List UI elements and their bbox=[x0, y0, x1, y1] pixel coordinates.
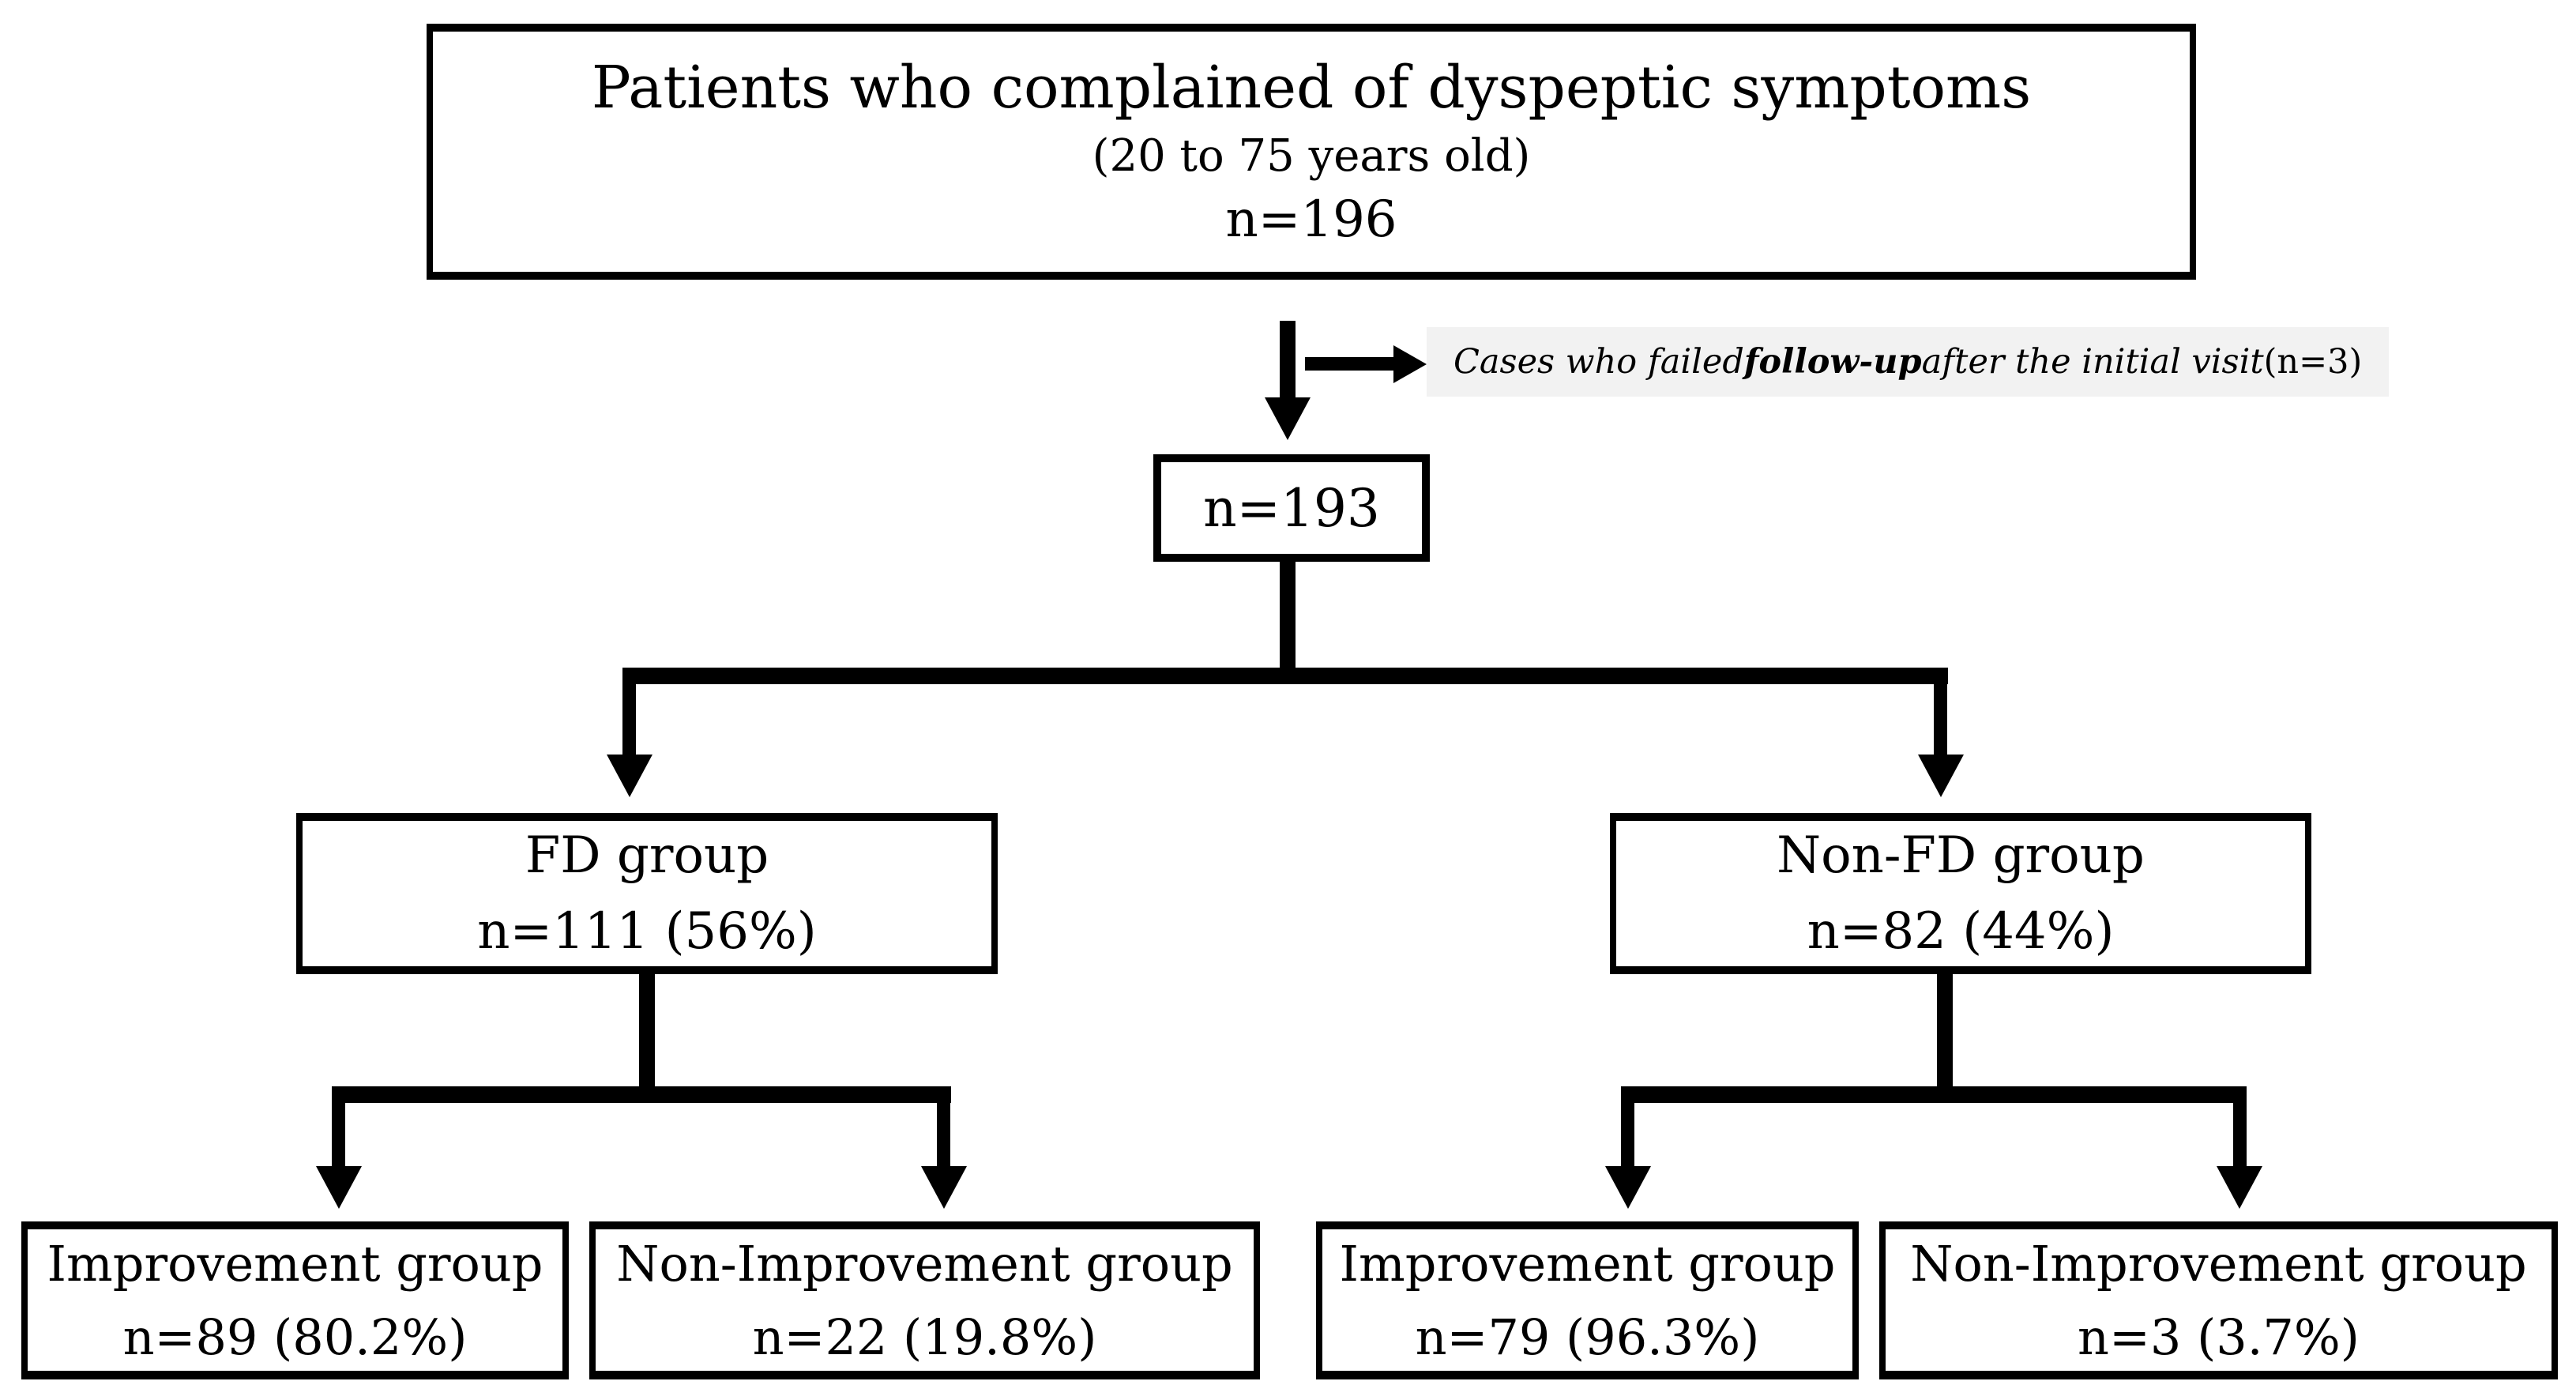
node-dyspeptic-patients-age-range: (20 to 75 years old) bbox=[1092, 130, 1531, 182]
node-nonfd-nonimprovement-title: Non-Improvement group bbox=[1910, 1234, 2527, 1293]
node-fd-group: FD group n=111 (56%) bbox=[296, 813, 998, 974]
connector-nonfd-stem bbox=[1937, 973, 1953, 1088]
node-nonfd-group-count: n=82 (44%) bbox=[1807, 902, 2115, 961]
node-dyspeptic-patients-count: n=196 bbox=[1225, 190, 1397, 249]
node-fd-improvement-group: Improvement group n=89 (80.2%) bbox=[21, 1221, 569, 1379]
arrowhead-down-icon bbox=[1265, 397, 1311, 440]
arrowhead-down-icon bbox=[316, 1166, 362, 1209]
connector-level1-stem bbox=[1280, 560, 1296, 669]
arrowhead-right-icon bbox=[1393, 345, 1427, 383]
node-nonfd-improvement-group: Improvement group n=79 (96.3%) bbox=[1316, 1221, 1859, 1379]
connector-top-stem bbox=[1280, 321, 1296, 400]
connector-fd-nonimprovement-leg bbox=[937, 1101, 950, 1168]
node-nonfd-nonimprovement-count: n=3 (3.7%) bbox=[2078, 1308, 2360, 1366]
node-nonfd-improvement-count: n=79 (96.3%) bbox=[1415, 1308, 1760, 1366]
node-fd-group-title: FD group bbox=[525, 826, 769, 885]
connector-nonfd-leg bbox=[1934, 683, 1947, 757]
connector-nonfd-bar bbox=[1621, 1086, 2247, 1103]
connector-nonfd-improvement-leg bbox=[1621, 1101, 1634, 1168]
node-dyspeptic-patients: Patients who complained of dyspeptic sym… bbox=[427, 24, 2196, 280]
node-fd-nonimprovement-count: n=22 (19.8%) bbox=[752, 1308, 1097, 1366]
arrowhead-down-icon bbox=[1605, 1166, 1651, 1209]
exclusion-note-tail: after the initial visit bbox=[1921, 342, 2264, 382]
node-fd-improvement-title: Improvement group bbox=[47, 1234, 543, 1293]
node-fd-group-count: n=111 (56%) bbox=[477, 902, 817, 961]
arrowhead-down-icon bbox=[921, 1166, 967, 1209]
arrowhead-down-icon bbox=[2217, 1166, 2262, 1209]
arrowhead-down-icon bbox=[1918, 755, 1964, 797]
exclusion-note: Cases who failed follow-up after the ini… bbox=[1427, 327, 2390, 397]
node-nonfd-group-title: Non-FD group bbox=[1777, 826, 2145, 885]
node-after-exclusion: n=193 bbox=[1153, 454, 1430, 562]
connector-fd-improvement-leg bbox=[332, 1101, 345, 1168]
node-nonfd-group: Non-FD group n=82 (44%) bbox=[1610, 813, 2311, 974]
exclusion-note-count: (n=3) bbox=[2263, 342, 2363, 382]
node-nonfd-nonimprovement-group: Non-Improvement group n=3 (3.7%) bbox=[1879, 1221, 2558, 1379]
connector-fd-bar bbox=[332, 1086, 951, 1103]
connector-fd-stem bbox=[639, 973, 655, 1088]
arrowhead-down-icon bbox=[607, 755, 652, 797]
node-fd-improvement-count: n=89 (80.2%) bbox=[122, 1308, 468, 1366]
node-fd-nonimprovement-group: Non-Improvement group n=22 (19.8%) bbox=[589, 1221, 1260, 1379]
connector-exclusion-branch bbox=[1305, 357, 1395, 371]
exclusion-note-lead: Cases who failed bbox=[1453, 342, 1744, 382]
connector-fd-leg bbox=[622, 683, 636, 757]
node-after-exclusion-count: n=193 bbox=[1203, 477, 1380, 539]
node-nonfd-improvement-title: Improvement group bbox=[1339, 1234, 1836, 1293]
exclusion-note-followup: follow-up bbox=[1743, 342, 1922, 382]
connector-nonfd-nonimprovement-leg bbox=[2233, 1101, 2247, 1168]
node-fd-nonimprovement-title: Non-Improvement group bbox=[616, 1234, 1233, 1293]
connector-level1-bar bbox=[622, 668, 1948, 684]
node-dyspeptic-patients-title: Patients who complained of dyspeptic sym… bbox=[591, 53, 2032, 122]
